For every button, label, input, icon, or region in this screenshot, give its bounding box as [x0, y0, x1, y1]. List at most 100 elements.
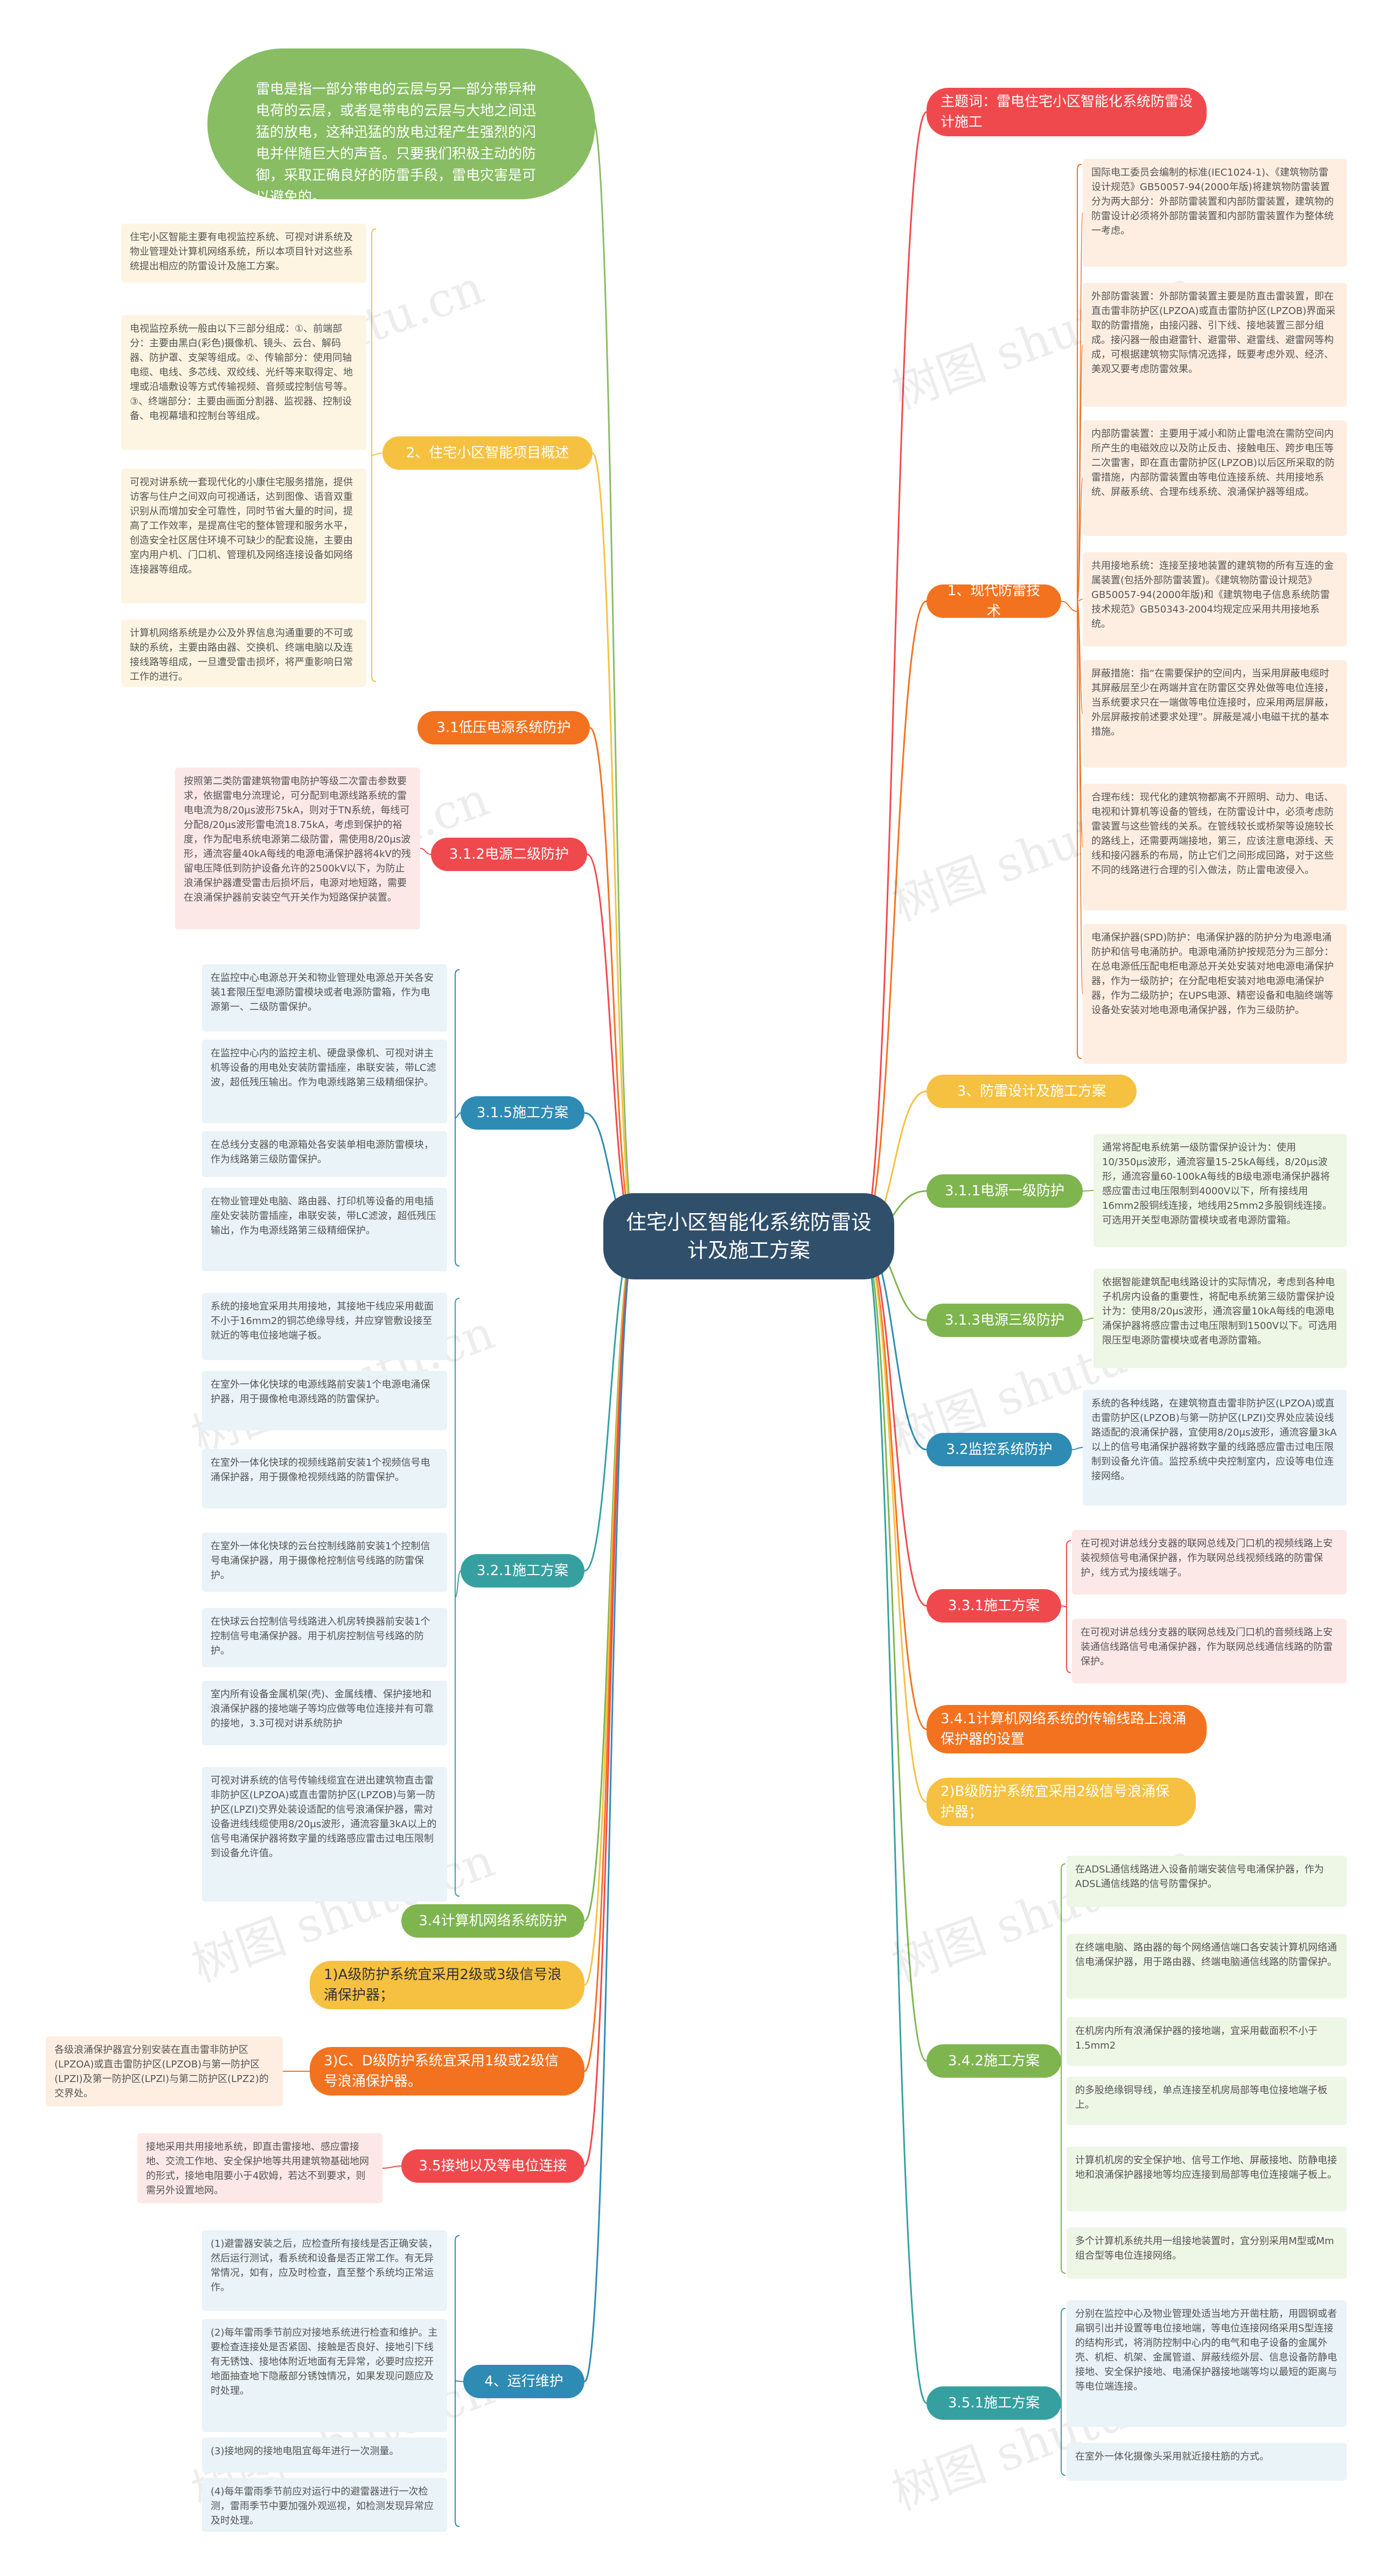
lightning-definition-cloud: 雷电是指一部分带电的云层与另一部分带异种电荷的云层，或者是带电的云层与大地之间迅…: [207, 48, 595, 205]
topic-class-cd[interactable]: 3)C、D级防护系统宜采用1级或2级信号浪涌保护器。: [310, 2047, 584, 2095]
topic-power-level1[interactable]: 3.1.1电源一级防护: [927, 1174, 1083, 1208]
connector-line: [455, 2380, 464, 2382]
note-power-level3: 依据智能建筑配电线路设计的实际情况，考虑到各种电子机房内设备的重要性，将配电系统…: [1094, 1269, 1347, 1368]
note-351-1: 分别在监控中心及物业管理处适当地方开凿柱筋，用圆钢或者扁钢引出并设置等电位接地端…: [1067, 2300, 1347, 2427]
note-modern-5: 屏蔽措施：指“在需要保护的空间内，当采用屏蔽电缆时其屏蔽层至少在两端并宜在防雷区…: [1083, 660, 1347, 768]
note-modern-7: 电涌保护器(SPD)防护：电涌保护器的防护分为电源电涌防护和信号电涌防护。电源电…: [1083, 924, 1347, 1064]
note-342-2: 在终端电脑、路由器的每个网络通信端口各安装计算机网络通信电涌保护器，用于路由器、…: [1067, 1934, 1347, 1999]
note-321-4: 在室外一体化快球的云台控制线路前安装1个控制信号电涌保护器，用于摄像枪控制信号线…: [202, 1533, 447, 1592]
connector-line: [1071, 1447, 1083, 1450]
topic-modern-lightning-tech[interactable]: 1、现代防雷技术: [927, 583, 1061, 619]
note-monitor-protection: 系统的各种线路，在建筑物直击雷非防护区(LPZOA)或直击雷防护区(LPZOB)…: [1083, 1390, 1347, 1506]
note-342-1: 在ADSL通信线路进入设备前端安装信号电涌保护器，作为ADSL通信线路的信号防雷…: [1067, 1856, 1347, 1907]
connector-bracket: [1077, 164, 1082, 1059]
connector-line: [1061, 1605, 1067, 1607]
connector-line: [591, 452, 637, 1237]
connector-line: [591, 117, 637, 1237]
note-321-2: 在室外一体化快球的电源线路前安装1个电源电涌保护器，用于摄像枪电源线路的防雷保护…: [202, 1371, 447, 1430]
note-342-5: 计算机机房的安全保护地、信号工作地、屏蔽接地、防静电接地和浪涌保护器接地等均应连…: [1067, 2147, 1347, 2211]
note-intro-3: 可视对讲系统一套现代化的小康住宅服务措施，提供访客与住户之间双向可视通话，达到图…: [121, 469, 366, 603]
connector-line: [861, 1235, 927, 2404]
note-maintenance-4: (4)每年雷雨季节前应对运行中的避雷器进行一次检测，雷雨季节中要加强外观巡视，如…: [202, 2478, 447, 2532]
note-maintenance-1: (1)避雷器安装之后，应检查所有接线是否正确安装，然后运行测试，看系统和设备是否…: [202, 2230, 447, 2311]
note-342-3: 在机房内所有浪涌保护器的接地端，宜采用截面积不小于1.5mm2: [1067, 2017, 1347, 2066]
note-342-4: 的多股绝缘铜导线，单点连接至机房局部等电位接地端子板上。: [1067, 2077, 1347, 2125]
connector-line: [1077, 601, 1083, 714]
note-315-3: 在总线分支器的电源箱处各安装单相电源防雷模块，作为线路第三级防雷保护。: [202, 1131, 447, 1177]
topic-monitor-protection[interactable]: 3.2监控系统防护: [927, 1433, 1072, 1466]
note-321-6: 室内所有设备金属机架(壳)、金属线槽、保护接地和浪涌保护器的接地端子等均应做等电…: [202, 1681, 447, 1745]
topic-construction-351[interactable]: 3.5.1施工方案: [927, 2386, 1061, 2420]
topic-low-voltage-power[interactable]: 3.1低压电源系统防护: [417, 711, 590, 744]
connector-line: [1077, 598, 1083, 602]
topic-construction-331[interactable]: 3.3.1施工方案: [927, 1589, 1061, 1623]
topic-network-spd[interactable]: 3.4.1计算机网络系统的传输线路上浪涌保护器的设置: [927, 1705, 1207, 1753]
connector-line: [1077, 601, 1083, 994]
topic-power-level2[interactable]: 3.1.2电源二级防护: [431, 838, 587, 871]
note-315-1: 在监控中心电源总开关和物业管理处电源总开关各安装1套限压型电源防雷模块或者电源防…: [202, 964, 447, 1032]
note-power-level2: 按照第二类防雷建筑物雷电防护等级二次雷击参数要求，依据雷电分流理论，可分配到电源…: [175, 768, 420, 929]
note-351-2: 在室外一体化摄像头采用就近接柱筋的方式。: [1067, 2443, 1347, 2481]
connector-line: [584, 1235, 636, 1572]
note-intro-4: 计算机网络系统是办公及外界信息沟通重要的不可或缺的系统，主要由路由器、交换机、终…: [121, 619, 366, 687]
topic-theme[interactable]: 主题词：雷电住宅小区智能化系统防雷设计施工: [927, 88, 1207, 136]
connector-line: [861, 111, 927, 1237]
note-grounding: 接地采用共用接地系统，即直击雷接地、感应雷接地、交流工作地、安全保护地等共用建筑…: [137, 2133, 382, 2203]
connector-bracket: [455, 1298, 460, 1897]
note-modern-3: 内部防雷装置：主要用于减小和防止雷电流在需防空间内所产生的电磁效应以及防止反击、…: [1083, 420, 1347, 536]
note-modern-4: 共用接地系统：连接至接地装置的建筑物的所有互连的金属装置(包括外部防雷装置)。《…: [1083, 552, 1347, 646]
connector-line: [583, 1235, 637, 2167]
topic-construction-342[interactable]: 3.4.2施工方案: [927, 2044, 1061, 2078]
note-power-level1: 通常将配电系统第一级防雷保护设计为：使用10/350μs波形，通流容量15-25…: [1094, 1134, 1347, 1247]
connector-bracket: [1066, 1540, 1071, 1673]
topic-design-construction[interactable]: 3、防雷设计及施工方案: [927, 1075, 1137, 1108]
note-intro-2: 电视监控系统一般由以下三部分组成：①、前端部分：主要由黑白(彩色)摄像机、镜头、…: [121, 315, 366, 450]
note-modern-1: 国际电工委员会编制的标准(IEC1024-1)、《建筑物防雷设计规范》GB500…: [1083, 159, 1347, 267]
topic-class-b[interactable]: 2)B级防护系统宜采用2级信号浪涌保护器；: [927, 1778, 1196, 1826]
note-maintenance-2: (2)每年雷雨季节前应对接地系统进行检查和维护。主要检查连接处是否紧固、接触是否…: [202, 2319, 447, 2432]
connector-line: [1077, 477, 1083, 602]
connector-bracket: [1061, 2308, 1066, 2476]
note-class-cd: 各级浪涌保护器宜分别安装在直击雷非防护区(LPZOA)或直击雷防护区(LPZOB…: [46, 2036, 283, 2106]
topic-power-level3[interactable]: 3.1.3电源三级防护: [927, 1304, 1083, 1337]
connector-line: [1082, 1190, 1094, 1192]
note-331-1: 在可视对讲总线分支器的联网总线及门口机的视频线路上安装视频信号电涌保护器，作为联…: [1072, 1530, 1347, 1595]
connector-line: [861, 1235, 927, 1803]
connector-line: [382, 2166, 402, 2169]
connector-line: [455, 1570, 461, 1598]
topic-grounding-equipotential[interactable]: 3.5接地以及等电位连接: [401, 2149, 584, 2183]
note-321-5: 在快球云台控制信号线路进入机房转换器前安装1个控制信号电涌保护器。用于机房控制信…: [202, 1608, 447, 1667]
connector-line: [583, 1235, 637, 2383]
topic-class-a[interactable]: 1)A级防护系统宜采用2级或3级信号浪涌保护器；: [310, 1961, 584, 2009]
connector-line: [1061, 601, 1078, 612]
connector-bracket: [455, 2235, 460, 2527]
connector-line: [420, 848, 431, 855]
note-maintenance-3: (3)接地网的接地电阻宜每年进行一次测量。: [202, 2438, 447, 2473]
note-321-7: 可视对讲系统的信号传输线缆宜在进出建筑物直击雷非防护区(LPZOA)或直击雷防护…: [202, 1767, 447, 1902]
central-topic[interactable]: 住宅小区智能化系统防雷设计及施工方案: [603, 1193, 894, 1279]
connector-line: [583, 1235, 637, 2072]
cloud-text: 雷电是指一部分带电的云层与另一部分带异种电荷的云层，或者是带电的云层与大地之间迅…: [256, 81, 537, 205]
topic-construction-315[interactable]: 3.1.5施工方案: [461, 1096, 584, 1130]
connector-line: [584, 1235, 636, 1986]
topic-construction-321[interactable]: 3.2.1施工方案: [461, 1554, 584, 1588]
connector-line: [1082, 1318, 1094, 1321]
connector-line: [455, 1112, 461, 1118]
note-342-6: 多个计算机系统共用一组接地装置时，宜分别采用M型或Mm组合型等电位连接网络。: [1067, 2227, 1347, 2279]
note-331-2: 在可视对讲总线分支器的联网总线及门口机的音频线路上安装通信线路信号电涌保护器，作…: [1072, 1619, 1347, 1683]
topic-intro[interactable]: 2、住宅小区智能项目概述: [382, 436, 593, 470]
note-315-4: 在物业管理处电脑、路由器、打印机等设备的用电插座处安装防雷插座，串联安装，带LC…: [202, 1188, 447, 1271]
note-315-2: 在监控中心内的监控主机、硬盘录像机、可视对讲主机等设备的用电处安装防雷插座，串联…: [202, 1040, 447, 1123]
connector-bracket: [371, 228, 377, 682]
note-321-1: 系统的接地宜采用共用接地，其接地干线应采用截面不小于16mm2的铜芯绝缘导线，并…: [202, 1293, 447, 1360]
topic-maintenance[interactable]: 4、运行维护: [463, 2365, 584, 2398]
note-321-3: 在室外一体化快球的视频线路前安装1个视频信号电涌保护器，用于摄像枪视频线路的防雷…: [202, 1449, 447, 1508]
connector-bracket: [455, 969, 460, 1266]
connector-line: [371, 452, 383, 456]
connector-bracket: [1061, 1863, 1066, 2274]
topic-network-protection[interactable]: 3.4计算机网络系统防护: [401, 1904, 584, 1938]
connector-line: [861, 1235, 927, 2062]
note-intro-1: 住宅小区智能主要有电视监控系统、可视对讲系统及物业管理处计算机网络系统，所以本项…: [121, 224, 366, 283]
note-modern-6: 合理布线：现代化的建筑物都离不开照明、动力、电话、电视和计算机等设备的管线，在防…: [1083, 784, 1347, 910]
note-modern-2: 外部防雷装置：外部防雷装置主要是防直击雷装置，即在直击雷非防护区(LPZOA)或…: [1083, 283, 1347, 407]
